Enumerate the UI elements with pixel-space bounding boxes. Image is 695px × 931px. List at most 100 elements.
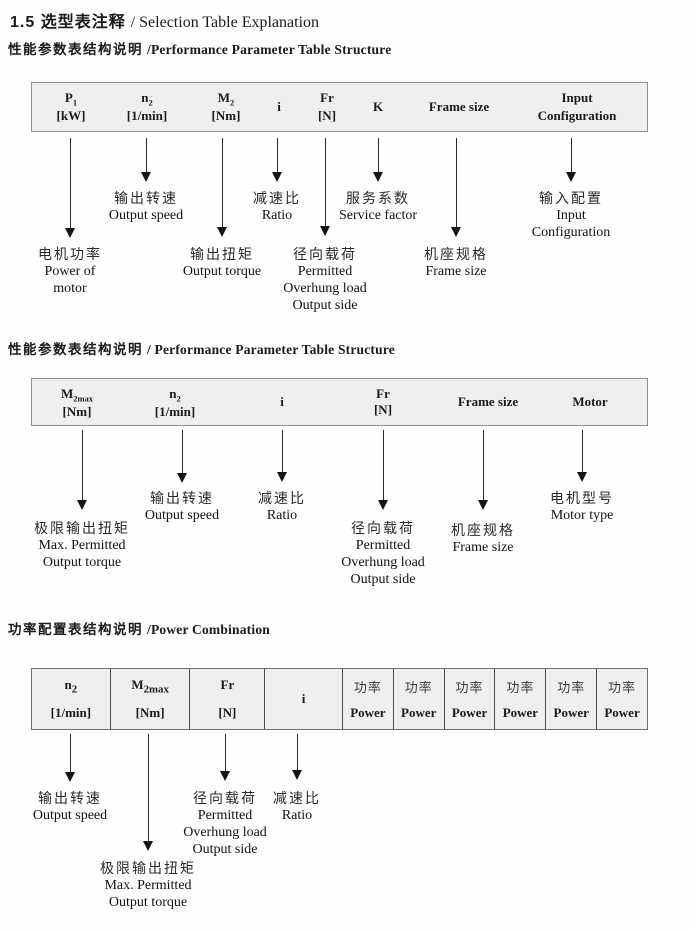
annotation-input-configuration: 输入配置 Input Configuration — [531, 190, 611, 240]
column-header-n2-unit: [1/min] — [50, 705, 92, 720]
down-arrow-icon — [143, 734, 153, 851]
performance-table-2: M2max [Nm] n2 [1/min] i Fr [N] Frame siz… — [31, 378, 648, 426]
annotation-overhung-load: 径向载荷 Permitted Overhung load Output side — [341, 520, 425, 587]
column-header-k: K — [373, 83, 383, 131]
annotation-ratio: 减速比 Ratio — [253, 190, 301, 223]
down-arrow-icon — [277, 430, 287, 482]
column-header-n2-symbol: n2 — [169, 386, 181, 404]
annotation-frame-size: 机座规格 Frame size — [451, 522, 515, 555]
page-title-zh: 1.5 选型表注释 — [10, 14, 126, 31]
column-header-p1-symbol: P1 — [64, 90, 78, 108]
down-arrow-icon — [451, 138, 461, 237]
column-header-power-6: 功率 Power — [604, 680, 640, 720]
down-arrow-icon — [141, 138, 151, 182]
down-arrow-icon — [292, 734, 302, 780]
column-header-p1-unit: [kW] — [56, 108, 86, 123]
column-header-m2max: M2max [Nm] — [61, 379, 93, 425]
annotation-output-speed: 输出转速 Output speed — [32, 790, 108, 823]
annotation-output-speed: 输出转速 Output speed — [144, 490, 220, 523]
power-combination-table: n2 [1/min] M2max [Nm] Fr [N] i 功率 Power … — [31, 668, 648, 730]
section-3-heading-zh: 功率配置表结构说明 — [8, 622, 143, 637]
section-3-heading-en: /Power Combination — [147, 622, 270, 637]
column-header-n2-symbol: n2 — [141, 90, 153, 108]
column-header-p1: P1 [kW] — [57, 83, 86, 131]
column-header-i-symbol: i — [280, 394, 284, 409]
annotation-output-speed: 输出转速 Output speed — [108, 190, 184, 223]
column-header-i-symbol: i — [277, 99, 281, 114]
down-arrow-icon — [478, 430, 488, 510]
column-header-m2-unit: [Nm] — [211, 108, 241, 123]
down-arrow-icon — [220, 734, 230, 781]
column-header-fr-symbol: Fr — [320, 90, 334, 105]
column-header-frame-size: Frame size — [429, 83, 489, 131]
column-header-m2max-symbol: M2max — [60, 386, 94, 404]
column-header-frame-size-label: Frame size — [457, 394, 519, 409]
column-header-i: i — [280, 379, 284, 425]
column-header-n2-unit: [1/min] — [126, 108, 168, 123]
down-arrow-icon — [577, 430, 587, 482]
column-header-m2max-unit: [Nm] — [62, 403, 92, 419]
column-header-m2max-symbol: M2max — [131, 677, 169, 696]
down-arrow-icon — [373, 138, 383, 182]
column-header-fr: Fr [N] — [190, 669, 266, 729]
column-header-fr-symbol: Fr — [376, 386, 390, 401]
section-2-heading-zh: 性能参数表结构说明 — [8, 342, 143, 357]
column-header-motor: Motor — [572, 379, 607, 425]
column-header-input-line1: Input — [561, 90, 593, 105]
column-header-n2: n2 [1/min] — [155, 379, 195, 425]
down-arrow-icon — [77, 430, 87, 510]
annotation-overhung-load: 径向载荷 Permitted Overhung load Output side — [283, 246, 367, 313]
page-title: 1.5 选型表注释/ Selection Table Explanation — [10, 8, 319, 32]
performance-table-1: P1 [kW] n2 [1/min] M2 [Nm] i Fr [N] K Fr… — [31, 82, 648, 132]
column-header-n2-unit: [1/min] — [154, 403, 196, 419]
column-header-frame-size-label: Frame size — [428, 99, 490, 114]
annotation-motor-power: 电机功率 Power of motor — [38, 246, 102, 296]
down-arrow-icon — [217, 138, 227, 237]
annotation-frame-size: 机座规格 Frame size — [424, 246, 488, 279]
column-header-fr-unit: [N] — [317, 108, 337, 123]
column-header-power-5: 功率 Power — [546, 669, 598, 729]
annotation-max-output-torque: 极限输出扭矩 Max. Permitted Output torque — [34, 520, 130, 570]
column-header-power-3: 功率 Power — [445, 669, 496, 729]
column-header-fr: Fr [N] — [318, 83, 336, 131]
column-header-m2-symbol: M2 — [217, 90, 235, 108]
column-header-power-2: 功率 Power — [394, 669, 445, 729]
down-arrow-icon — [378, 430, 388, 510]
column-header-input-configuration: Input Configuration — [538, 83, 617, 131]
annotation-ratio: 减速比 Ratio — [273, 790, 321, 823]
annotation-overhung-load: 径向载荷 Permitted Overhung load Output side — [183, 790, 267, 857]
column-header-i: i — [265, 669, 343, 729]
column-header-frame-size: Frame size — [458, 379, 518, 425]
column-header-fr-symbol: Fr — [220, 677, 235, 692]
section-3-heading: 功率配置表结构说明/Power Combination — [8, 618, 270, 638]
section-1-heading-en: /Performance Parameter Table Structure — [147, 42, 392, 57]
column-header-m2: M2 [Nm] — [212, 83, 241, 131]
down-arrow-icon — [65, 138, 75, 238]
column-header-k-symbol: K — [372, 99, 384, 114]
column-header-fr: Fr [N] — [374, 379, 392, 425]
annotation-output-torque: 输出扭矩 Output torque — [182, 246, 262, 279]
column-header-motor-label: Motor — [572, 394, 608, 409]
page-title-en: / Selection Table Explanation — [130, 14, 320, 31]
column-header-i: i — [277, 83, 281, 131]
section-1-heading-zh: 性能参数表结构说明 — [8, 42, 143, 57]
down-arrow-icon — [177, 430, 187, 483]
section-1-heading: 性能参数表结构说明/Performance Parameter Table St… — [8, 38, 391, 58]
column-header-m2max-unit: [Nm] — [135, 705, 165, 720]
column-header-m2max: M2max [Nm] — [111, 669, 191, 729]
column-header-fr-unit: [N] — [373, 402, 393, 417]
section-2-heading: 性能参数表结构说明 / Performance Parameter Table S… — [8, 338, 395, 358]
annotation-max-output-torque: 极限输出扭矩 Max. Permitted Output torque — [100, 860, 196, 910]
down-arrow-icon — [272, 138, 282, 182]
annotation-motor-type: 电机型号 Motor type — [550, 490, 614, 523]
annotation-service-factor: 服务系数 Service factor — [338, 190, 418, 223]
section-2-heading-en: / Performance Parameter Table Structure — [147, 342, 395, 357]
down-arrow-icon — [320, 138, 330, 236]
column-header-power-4: 功率 Power — [495, 669, 547, 729]
column-header-n2: n2 [1/min] — [32, 669, 111, 729]
column-header-input-line2: Configuration — [537, 108, 617, 123]
column-header-power-1: 功率 Power — [343, 669, 394, 729]
down-arrow-icon — [566, 138, 576, 182]
column-header-n2-symbol: n2 — [64, 677, 78, 696]
